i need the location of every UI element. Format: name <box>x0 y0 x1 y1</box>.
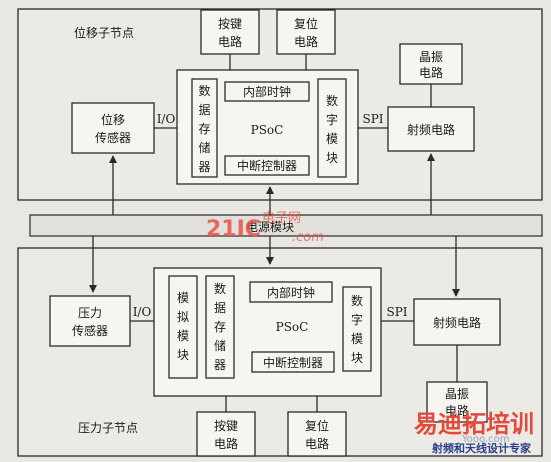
top-rf-label: 射频电路 <box>407 122 455 137</box>
top-digital-2: 字 <box>326 112 338 127</box>
top-digital-3: 模 <box>326 132 338 146</box>
bottom-rf-label: 射频电路 <box>433 315 481 330</box>
top-key-circuit-line1: 按键 <box>218 17 242 31</box>
bottom-digital-2: 字 <box>351 312 363 327</box>
bottom-key-circuit-line1: 按键 <box>214 419 238 433</box>
top-digital-4: 块 <box>326 151 338 165</box>
bottom-sensor-line2: 传感器 <box>72 323 108 338</box>
top-clock-box <box>224 81 310 102</box>
top-data-storage-1: 数 <box>198 83 210 98</box>
bottom-io-label: I/O <box>133 305 152 319</box>
top-data-storage-3: 存 <box>198 122 210 136</box>
power-module-label: 电源模块 <box>246 220 294 234</box>
top-data-storage-5: 器 <box>198 160 210 174</box>
bottom-crystal-line1: 晶振 <box>445 387 469 401</box>
watermark-21ic: 21IC <box>206 217 261 242</box>
top-sensor-box <box>71 102 155 154</box>
bottom-interrupt-label: 中断控制器 <box>263 355 323 370</box>
bottom-data-storage-3: 存 <box>214 320 226 334</box>
top-io-label: I/O <box>157 112 176 126</box>
bottom-digital-3: 模 <box>351 332 363 346</box>
bottom-data-storage-box <box>205 275 235 379</box>
top-interrupt-label: 中断控制器 <box>237 158 297 173</box>
bottom-reset-circuit-line1: 复位 <box>305 418 329 433</box>
top-node-title: 位移子节点 <box>74 25 134 40</box>
bottom-node-title: 压力子节点 <box>78 421 138 435</box>
top-digital-1: 数 <box>326 93 338 108</box>
watermark-21ic-com: .com <box>292 230 324 245</box>
top-crystal-line2: 电路 <box>419 65 443 80</box>
top-data-storage-2: 据 <box>198 103 210 117</box>
bottom-data-storage-5: 器 <box>214 358 226 372</box>
bottom-analog-4: 块 <box>177 348 189 362</box>
watermark-21ic-cn: 电子网 <box>262 211 301 226</box>
top-interrupt-box <box>224 155 310 176</box>
bottom-analog-2: 拟 <box>177 310 189 324</box>
bottom-sensor-box <box>49 295 131 347</box>
top-data-storage-box <box>191 78 218 178</box>
bottom-interrupt-box <box>251 351 335 373</box>
bottom-crystal-line2: 电路 <box>445 403 469 418</box>
top-sensor-line1: 位移 <box>101 112 125 127</box>
watermark-brand-url: Yooo.com <box>461 434 510 445</box>
watermark-brand: 易迪拓培训 <box>414 410 534 438</box>
bottom-analog-1: 模 <box>177 291 189 305</box>
power-module-bar <box>29 214 543 237</box>
bottom-sensor-line1: 压力 <box>78 306 102 320</box>
bottom-data-storage-2: 据 <box>214 301 226 315</box>
bottom-reset-circuit-box <box>287 411 347 457</box>
top-spi-label: SPI <box>362 112 383 126</box>
top-psoc-label: PSoC <box>251 123 284 137</box>
top-data-storage-4: 储 <box>198 140 210 155</box>
bottom-key-circuit-line2: 电路 <box>214 436 238 451</box>
bottom-clock-label: 内部时钟 <box>267 285 315 300</box>
top-sensor-line2: 传感器 <box>95 130 131 145</box>
top-key-circuit-line2: 电路 <box>218 34 242 49</box>
bottom-analog-box <box>168 275 198 379</box>
bottom-analog-3: 模 <box>177 329 189 343</box>
bottom-digital-4: 块 <box>351 351 363 365</box>
top-key-circuit-box <box>200 9 260 55</box>
top-digital-box <box>317 78 347 178</box>
bottom-rf-box <box>413 298 501 346</box>
bottom-data-storage-4: 储 <box>214 338 226 353</box>
top-crystal-line1: 晶振 <box>419 50 443 64</box>
bottom-clock-box <box>249 281 333 303</box>
top-rf-box <box>387 106 475 152</box>
bottom-spi-label: SPI <box>386 305 407 319</box>
top-clock-label: 内部时钟 <box>243 84 291 99</box>
bottom-reset-circuit-line2: 电路 <box>305 436 329 451</box>
bottom-digital-1: 数 <box>351 293 363 308</box>
top-reset-circuit-line2: 电路 <box>294 34 318 49</box>
bottom-data-storage-1: 数 <box>214 281 226 296</box>
bottom-digital-box <box>342 286 372 372</box>
top-reset-circuit-line1: 复位 <box>294 16 318 31</box>
watermark-brand-sub: 射频和天线设计专家 <box>431 441 532 455</box>
bottom-psoc-label: PSoC <box>276 320 309 334</box>
top-crystal-box <box>399 43 463 85</box>
